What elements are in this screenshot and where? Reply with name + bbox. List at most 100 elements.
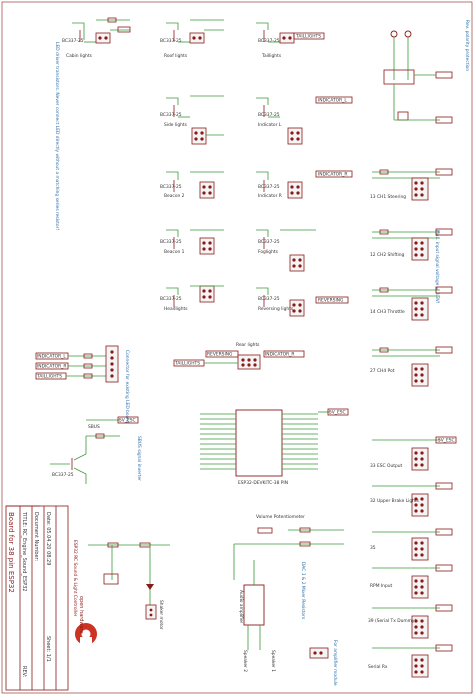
label-ch2: 12 CH2 Shifting bbox=[370, 252, 405, 258]
connector-roof bbox=[189, 32, 205, 44]
label-brake: 32 Upper Brake Lights bbox=[370, 498, 420, 504]
date-label: Date: 05.04.20 08:29 bbox=[45, 512, 51, 566]
led-driver-tail: TAILLIGHTS BC337-25 Taillights bbox=[256, 22, 325, 59]
transistor-label-roof: BC337-25 bbox=[160, 38, 182, 44]
label-indr: Indicator R bbox=[258, 193, 282, 199]
speaker1-label: Speaker 1 bbox=[270, 650, 276, 672]
net-5v-esc-out: 5V_ESC bbox=[438, 438, 455, 444]
rear-lights-label: Rear lights bbox=[236, 342, 260, 348]
sbus-inverter-block: 5V_ESC SBUS BC337-25 SBUS signal inverte… bbox=[50, 416, 142, 484]
transistor-label-fog: BC337-25 bbox=[258, 239, 280, 245]
max-signal-note: Max. input signal voltage = 3.3V! bbox=[434, 230, 440, 304]
net-taillights: TAILLIGHTS bbox=[295, 34, 321, 40]
label-indl: Indicator L bbox=[258, 122, 282, 128]
net-indicator-r-left: INDICATOR_R bbox=[37, 364, 66, 370]
pcb-title: ESP32 RC Sound & Light Controller bbox=[72, 540, 78, 617]
led-driver-indr: INDICATOR_R BC337-25 Indicator R bbox=[256, 170, 353, 199]
net-taillights-rear: TAILLIGHTS bbox=[174, 361, 200, 367]
power-input-block bbox=[383, 30, 453, 124]
connector-ch1 bbox=[411, 177, 429, 201]
audio-amp-label: Audio amplifier bbox=[238, 590, 244, 624]
shaker-motor-block: Shaker motor bbox=[88, 542, 170, 630]
output-rx: Serial Rx bbox=[368, 644, 453, 678]
led-driver-head: BC337-25 Headlights bbox=[160, 285, 224, 312]
connector-rear-lights bbox=[237, 354, 261, 370]
led-board-connector-block: INDICATOR_L INDICATOR_R TAILLIGHTS Conne… bbox=[35, 345, 130, 423]
label-tx: 39 (Serial Tx Dummy) bbox=[368, 618, 417, 624]
transistor-label-side: BC337-25 bbox=[160, 112, 182, 118]
output-brake: 32 Upper Brake Lights bbox=[370, 482, 453, 517]
led-driver-fog: BC337-25 Foglights bbox=[256, 229, 316, 272]
label-beacon1: Beacon 1 bbox=[164, 249, 185, 255]
connector-ch2 bbox=[411, 237, 429, 261]
net-indicator-r: INDICATOR_R bbox=[318, 172, 347, 178]
label-ch3: 14 CH3 Throttle bbox=[370, 309, 405, 315]
board-for-label: Board for 38 pin ESP32 bbox=[7, 512, 15, 593]
connector-rx bbox=[411, 654, 429, 678]
title-block: Board for 38 pin ESP32 TITLE: RC_Engine_… bbox=[5, 505, 69, 691]
led-driver-side: BC337-25 Side lights bbox=[160, 95, 224, 145]
label-35: 35 bbox=[370, 545, 376, 551]
connector-side bbox=[191, 127, 207, 145]
net-indicator-r-rear: INDICATOR_R bbox=[265, 352, 294, 358]
led-driver-beacon2: BC337-25 Beacon 2 bbox=[160, 171, 224, 199]
led-drivers-note: LED driver transistors. Never connect LE… bbox=[54, 42, 60, 230]
connector-esc bbox=[411, 447, 429, 471]
output-35: 35 bbox=[370, 528, 453, 561]
transistor-label-indl: BC337-25 bbox=[258, 112, 280, 118]
transistor-label-cabin: BC337-25 bbox=[62, 38, 84, 44]
input-ch3: 14 CH3 Throttle bbox=[370, 286, 453, 321]
rev-label: REV: bbox=[21, 666, 27, 678]
brand-label: open hardware bbox=[78, 596, 84, 634]
label-ch4: 27 CH4 Pot bbox=[370, 368, 395, 374]
reverse-polarity-note: Rev. polarity protection bbox=[464, 20, 470, 71]
amp-connector-label: For amplifier module bbox=[332, 640, 338, 686]
speaker2-label: Speaker 2 bbox=[242, 650, 248, 672]
label-head: Headlights bbox=[164, 306, 188, 312]
input-ch4: 27 CH4 Pot bbox=[370, 346, 453, 387]
net-5v-esc-sbus: 5V_ESC bbox=[119, 418, 136, 424]
dac-label: DAC 1 & 2 Mixer Resistors bbox=[300, 562, 306, 620]
sbus-label: SBUS signal inverter bbox=[136, 436, 142, 481]
net-5v-esc-mcu: 5V_ESC bbox=[329, 410, 346, 416]
led-driver-indl: INDICATOR_L BC337-25 Indicator L bbox=[256, 96, 353, 145]
esp32-module: 5V_ESC ESP32-DEVKITC-38 PIN bbox=[200, 408, 349, 486]
rear-lights-block: Rear lights REVERSING TAILLIGHTS INDICAT… bbox=[173, 342, 305, 370]
connector-shaker bbox=[145, 604, 157, 620]
connector-amp bbox=[309, 647, 329, 659]
transistor-label-head: BC337-25 bbox=[160, 296, 182, 302]
label-side: Side lights bbox=[164, 122, 188, 128]
led-driver-cabin: BC337-25 Cabin lights bbox=[62, 17, 131, 59]
transistor-label-rev: BC337-25 bbox=[258, 296, 280, 302]
label-cabin: Cabin lights bbox=[66, 53, 93, 59]
output-esc: 5V_ESC 33 ESC Output bbox=[370, 436, 457, 471]
connector-beacon1 bbox=[199, 237, 215, 255]
connector-indl bbox=[287, 127, 303, 145]
label-rpm: RPM Input bbox=[370, 583, 393, 589]
label-roof: Roof lights bbox=[164, 53, 188, 59]
output-tx: 39 (Serial Tx Dummy) bbox=[368, 604, 453, 639]
connector-led-board-label: Connector for existing LED board bbox=[124, 350, 130, 423]
connector-35 bbox=[411, 537, 429, 561]
net-sbus: SBUS bbox=[88, 424, 100, 430]
volume-label: Volume Potentiometer bbox=[256, 514, 305, 520]
transistor-label-indr: BC337-25 bbox=[258, 184, 280, 190]
label-tail: Taillights bbox=[261, 53, 282, 59]
connector-beacon2 bbox=[199, 181, 215, 199]
transistor-label-beacon2: BC337-25 bbox=[160, 184, 182, 190]
transistor-label-beacon1: BC337-25 bbox=[160, 239, 182, 245]
transistor-label-tail: BC337-25 bbox=[258, 38, 280, 44]
net-indicator-l: INDICATOR_L bbox=[318, 98, 347, 104]
label-ch1: 13 CH1 Steering bbox=[370, 194, 406, 200]
transistor-label-sbus: BC337-25 bbox=[52, 472, 74, 478]
connector-fog bbox=[289, 254, 305, 272]
net-reversing-rear: REVERSING bbox=[207, 352, 233, 358]
label-beacon2: Beacon 2 bbox=[164, 193, 185, 199]
sheet-label: Sheet: 1/1 bbox=[45, 636, 51, 662]
connector-indr bbox=[287, 181, 303, 199]
title-label: TITLE: RC_Engine_Sound_ESP32 bbox=[21, 511, 27, 592]
input-ch1: 13 CH1 Steering bbox=[370, 168, 453, 201]
connector-ch3 bbox=[411, 297, 429, 321]
